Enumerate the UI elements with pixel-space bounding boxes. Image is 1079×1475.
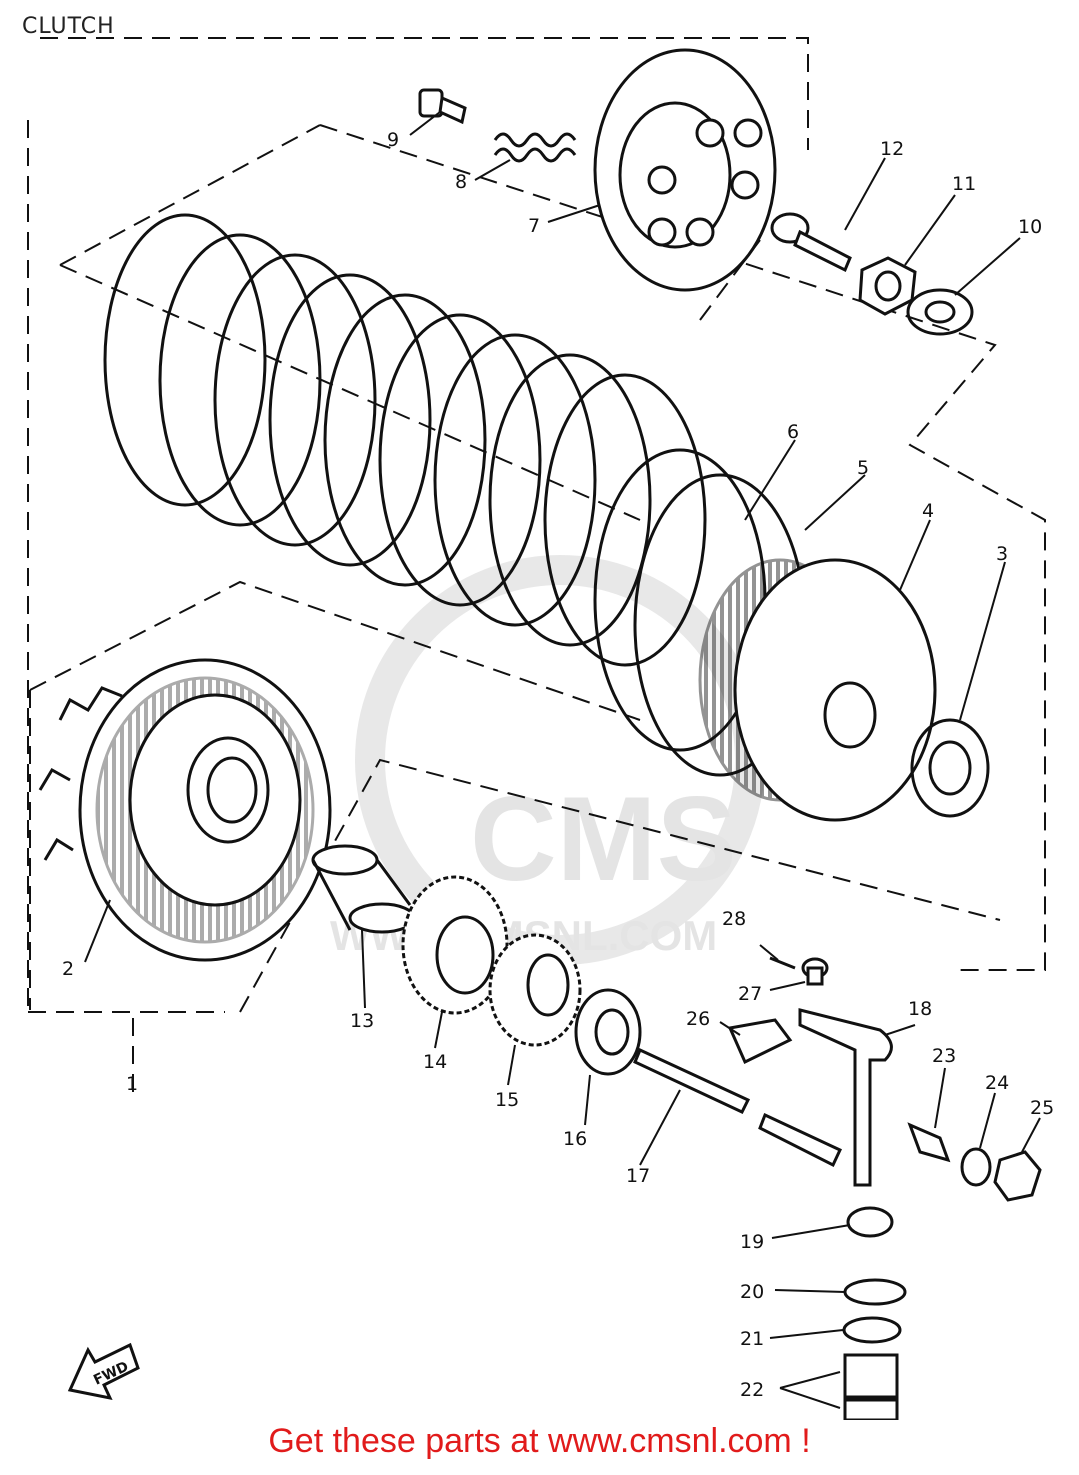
clutch-exploded-diagram: CMS WWW.CMSNL.COM <box>27 37 1054 1420</box>
callout-4: 4 <box>922 500 934 522</box>
pressure-plate <box>593 48 777 292</box>
callout-labels: 1 2 3 4 5 6 7 8 9 10 11 12 13 14 15 16 1… <box>62 129 1054 1401</box>
callout-10: 10 <box>1018 216 1042 238</box>
washer-24 <box>960 1147 992 1187</box>
nut-25 <box>993 1150 1042 1202</box>
thrust-washer-16 <box>574 988 642 1076</box>
drive-gear-15 <box>488 933 582 1047</box>
callout-11: 11 <box>952 173 976 195</box>
callout-2: 2 <box>62 958 74 980</box>
callout-26: 26 <box>686 1008 710 1030</box>
callout-12: 12 <box>880 138 904 160</box>
fwd-arrow: FWD <box>67 1342 140 1401</box>
callout-15: 15 <box>495 1089 519 1111</box>
callout-19: 19 <box>740 1231 764 1253</box>
callout-17: 17 <box>626 1165 650 1187</box>
diagram-title: CLUTCH <box>22 14 115 39</box>
callout-21: 21 <box>740 1328 764 1350</box>
callout-22: 22 <box>740 1379 764 1401</box>
push-lever-shaft <box>633 1047 842 1168</box>
callout-25: 25 <box>1030 1097 1054 1119</box>
callout-28: 28 <box>722 908 746 930</box>
leader-lines <box>84 111 1041 1409</box>
callout-20: 20 <box>740 1281 764 1303</box>
callout-3: 3 <box>996 543 1008 565</box>
callout-5: 5 <box>857 457 869 479</box>
lock-nut <box>858 256 917 316</box>
callout-1: 1 <box>126 1073 138 1095</box>
callout-9: 9 <box>387 129 399 151</box>
watermark-brand: CMS <box>470 772 737 906</box>
lock-washer <box>906 288 974 336</box>
callout-14: 14 <box>423 1051 447 1073</box>
callout-16: 16 <box>563 1128 587 1150</box>
clutch-housing <box>38 658 332 962</box>
callout-27: 27 <box>738 983 762 1005</box>
callout-8: 8 <box>455 171 467 193</box>
bolt-27 <box>801 957 829 986</box>
adjust-screw-23 <box>907 1122 951 1163</box>
callout-18: 18 <box>908 998 932 1020</box>
callout-24: 24 <box>985 1072 1009 1094</box>
push-rod <box>770 212 852 273</box>
clutch-screw <box>418 88 467 125</box>
cable-holder-26 <box>727 1018 793 1065</box>
primary-drive-gear <box>401 875 509 1015</box>
callout-23: 23 <box>932 1045 956 1067</box>
lever-arm <box>798 1008 893 1187</box>
parts-link-footer[interactable]: Get these parts at www.cmsnl.com ! <box>268 1422 811 1460</box>
callout-7: 7 <box>528 215 540 237</box>
clutch-boss <box>698 558 937 822</box>
pin-28 <box>769 956 796 970</box>
washer-3 <box>910 718 990 818</box>
spacer-sleeve <box>311 844 416 934</box>
lower-bearing-stack <box>842 1206 907 1420</box>
callout-13: 13 <box>350 1010 374 1032</box>
clutch-plate-stack <box>103 213 807 777</box>
callout-6: 6 <box>787 421 799 443</box>
clutch-spring <box>493 132 577 163</box>
